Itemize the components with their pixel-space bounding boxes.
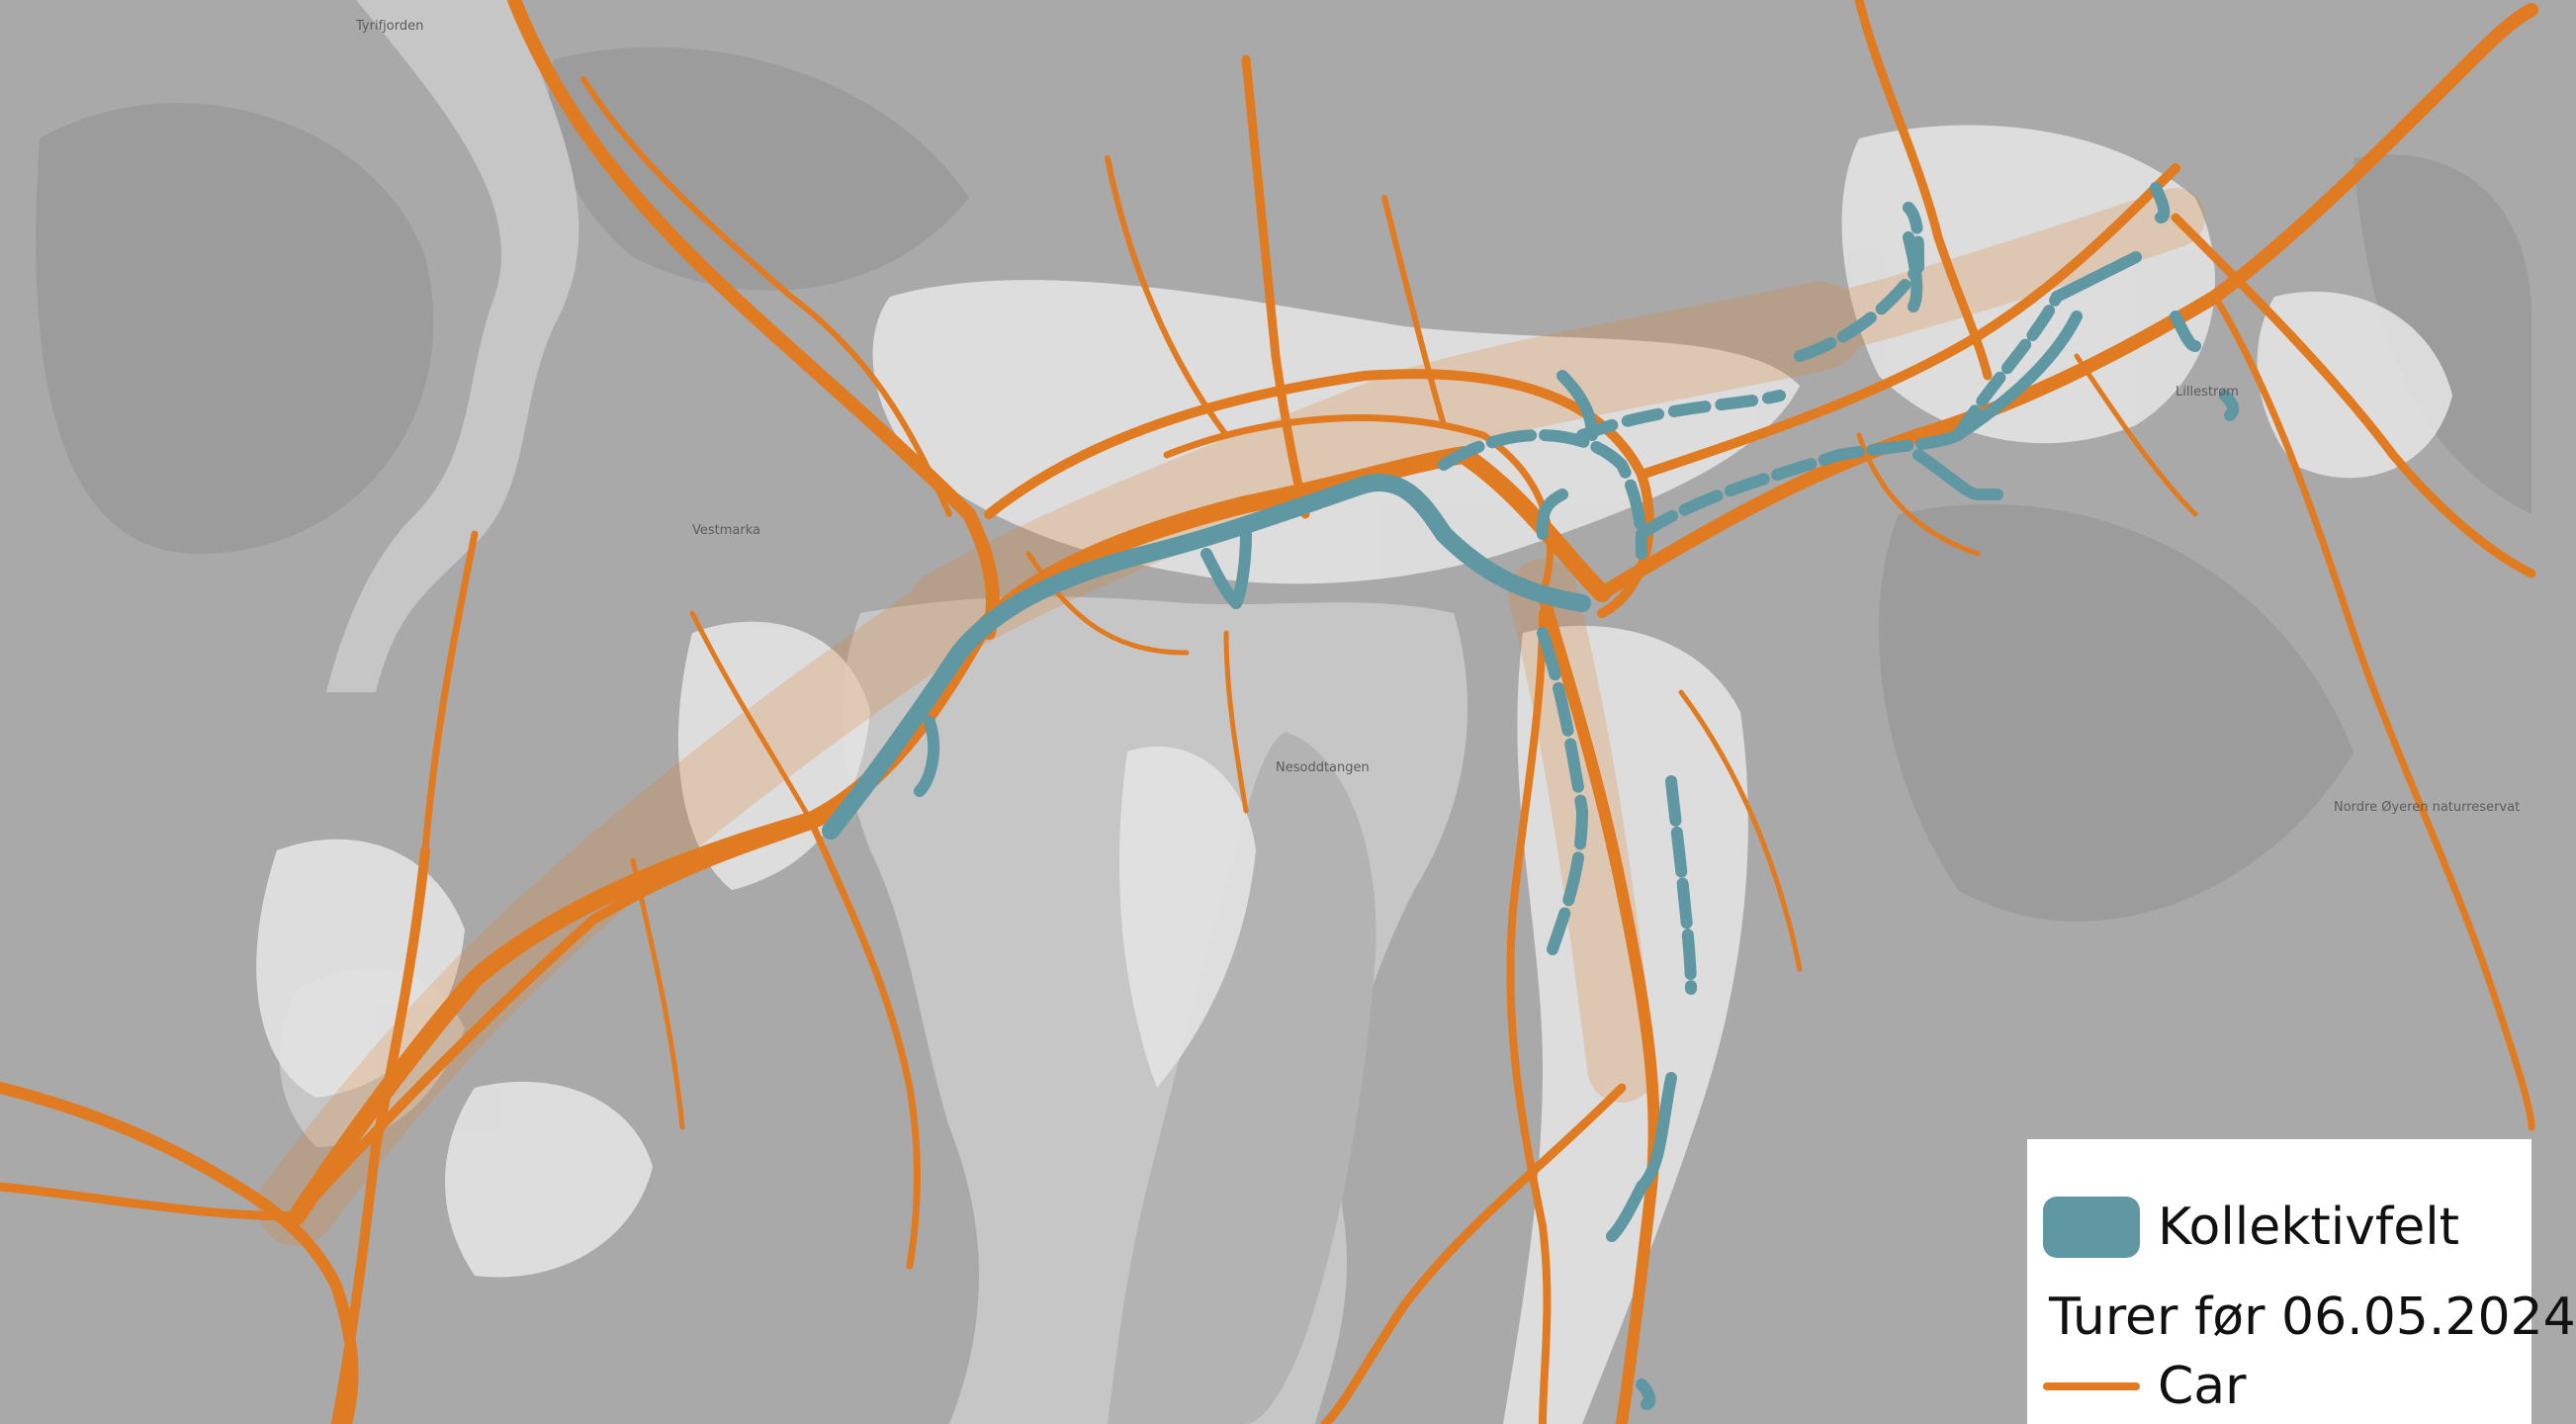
- place-labels: Tyrifjorden Vestmarka Nesoddtangen Lille…: [355, 19, 2520, 815]
- bus-lanes: [822, 182, 2240, 1410]
- map-legend: Kollektivfelt Turer før 06.05.2024 Car: [2027, 1139, 2576, 1424]
- legend-row-bus-lane: Kollektivfelt: [2043, 1197, 2459, 1258]
- forest-areas: [36, 46, 2532, 922]
- label-tyrifjorden: Tyrifjorden: [355, 19, 423, 34]
- label-vestmarka: Vestmarka: [692, 523, 760, 538]
- label-nesoddtangen: Nesoddtangen: [1276, 760, 1370, 775]
- legend-bus-lane-swatch: [2043, 1197, 2140, 1258]
- label-nordre-oyeren: Nordre Øyeren naturreservat: [2334, 800, 2520, 815]
- label-lillestrom: Lillestrøm: [2176, 385, 2239, 400]
- legend-row-car: Car: [2043, 1357, 2247, 1416]
- legend-car-label: Car: [2158, 1357, 2247, 1416]
- nesodden-peninsula: [1108, 732, 1377, 1424]
- legend-heading: Turer før 06.05.2024: [2049, 1288, 2576, 1347]
- urban-areas: [256, 125, 2452, 1424]
- legend-car-swatch: [2043, 1382, 2140, 1390]
- legend-bus-lane-label: Kollektivfelt: [2158, 1198, 2460, 1257]
